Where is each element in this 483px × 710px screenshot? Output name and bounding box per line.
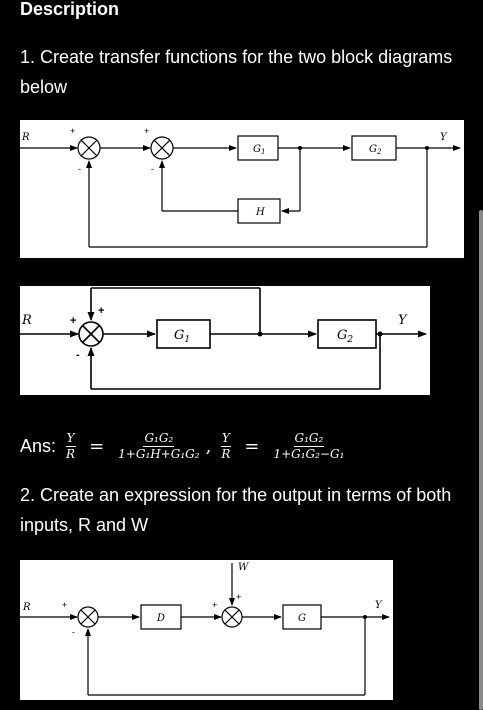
sum2-plus-sign: + [144,126,149,136]
sum1-plus-sign: + [70,126,75,136]
scrollbar-thumb[interactable] [479,210,483,710]
input-label-r: R [22,602,31,613]
block-diagram-2: R Y G1 G2 + + - [20,286,430,395]
answer-lhs-1: Y R [65,430,76,461]
equals-sign: = [89,435,105,457]
separator-comma: , [205,435,212,457]
sum1-minus-sign: - [78,164,81,174]
block-diagram-1: R Y G1 G2 H + - + - [20,120,464,258]
block-g-label: G [298,613,306,624]
equals-sign: = [244,435,260,457]
answer-rhs-1: G₁G₂ 1+G₁H+G₁G₂ [118,430,200,461]
sum2-plus-sign-top: + [236,592,241,602]
output-label-y: Y [440,132,448,143]
sum-bottom-minus-sign: - [76,349,80,361]
answer-lhs-2: Y R [220,430,231,461]
sum2-minus-sign: - [151,164,154,174]
disturbance-label-w: W [238,562,249,573]
block-diagram-3: R Y W D G + - + + [20,560,393,700]
answer-line: Ans: Y R = G₁G₂ 1+G₁H+G₁G₂ , Y R = G₁G₂ … [20,424,420,468]
block-g2-label: G2 [369,144,382,156]
block-h-label: H [255,207,265,218]
question-1-text: 1. Create transfer functions for the two… [20,47,453,97]
block-d-label: D [156,613,165,624]
sum2-plus-sign-left: + [212,600,217,610]
sum1-plus-sign: + [62,600,67,610]
answer-prefix: Ans: [20,435,57,456]
answer-rhs-2: G₁G₂ 1+G₁G₂−G₁ [273,430,345,461]
block-g2-label: G2 [337,328,353,345]
input-label-r: R [21,313,32,328]
output-label-y: Y [375,600,383,611]
sum-top-plus-sign: + [98,305,104,317]
question-2-text: 2. Create an expression for the output i… [20,485,452,535]
block-g1-label: G1 [253,144,265,156]
block-g1-label: G1 [174,328,190,345]
input-label-r: R [21,132,30,143]
output-label-y: Y [398,313,408,328]
sum-input-plus-sign: + [70,315,76,327]
page-title: Description [20,0,120,19]
sum1-minus-sign: - [72,627,75,637]
